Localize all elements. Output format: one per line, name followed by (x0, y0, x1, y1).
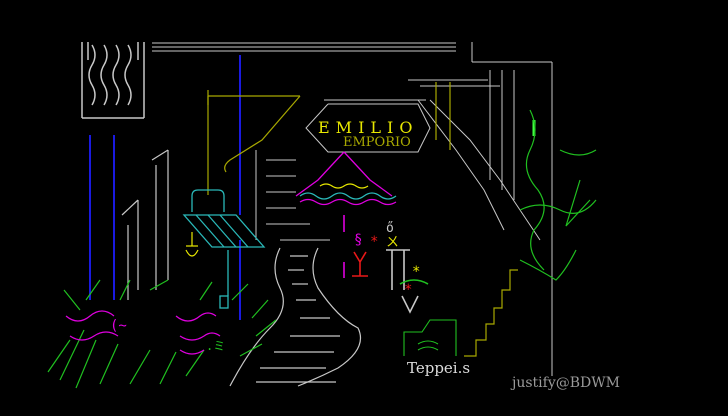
bloom-glyph: (~ (110, 318, 127, 334)
lower-steps (435, 82, 518, 357)
sign-board (305, 99, 431, 153)
flower-bed (47, 279, 277, 389)
sign-subtitle: EMPORIO (343, 135, 411, 150)
left-building (121, 149, 169, 300)
tent-awning (295, 151, 397, 206)
cyan-shelter (182, 189, 266, 309)
blue-poles (89, 55, 241, 320)
storefront (255, 150, 330, 241)
section-glyph: § (354, 232, 362, 248)
grass-glyph: .ミ (206, 339, 225, 353)
ornament-glyph: ő (386, 221, 394, 236)
top-rail (152, 42, 456, 52)
window-grille (81, 42, 145, 119)
sign-title: EMILIO (318, 118, 419, 137)
crate (403, 319, 457, 356)
cross-glyph: ㄨ (386, 235, 399, 250)
vine (519, 109, 597, 281)
flower-red-glyph: * (404, 282, 412, 298)
shop-wares (343, 215, 429, 314)
sign-bracket (207, 90, 301, 195)
staircase (408, 42, 553, 376)
flower-glyph: * (412, 264, 420, 280)
artist-signature: Teppei.s (407, 359, 471, 377)
justify-credit: justify@BDWM (512, 375, 620, 391)
winding-path (229, 247, 362, 387)
lamp-post (185, 232, 199, 257)
star-glyph: * (370, 234, 378, 250)
